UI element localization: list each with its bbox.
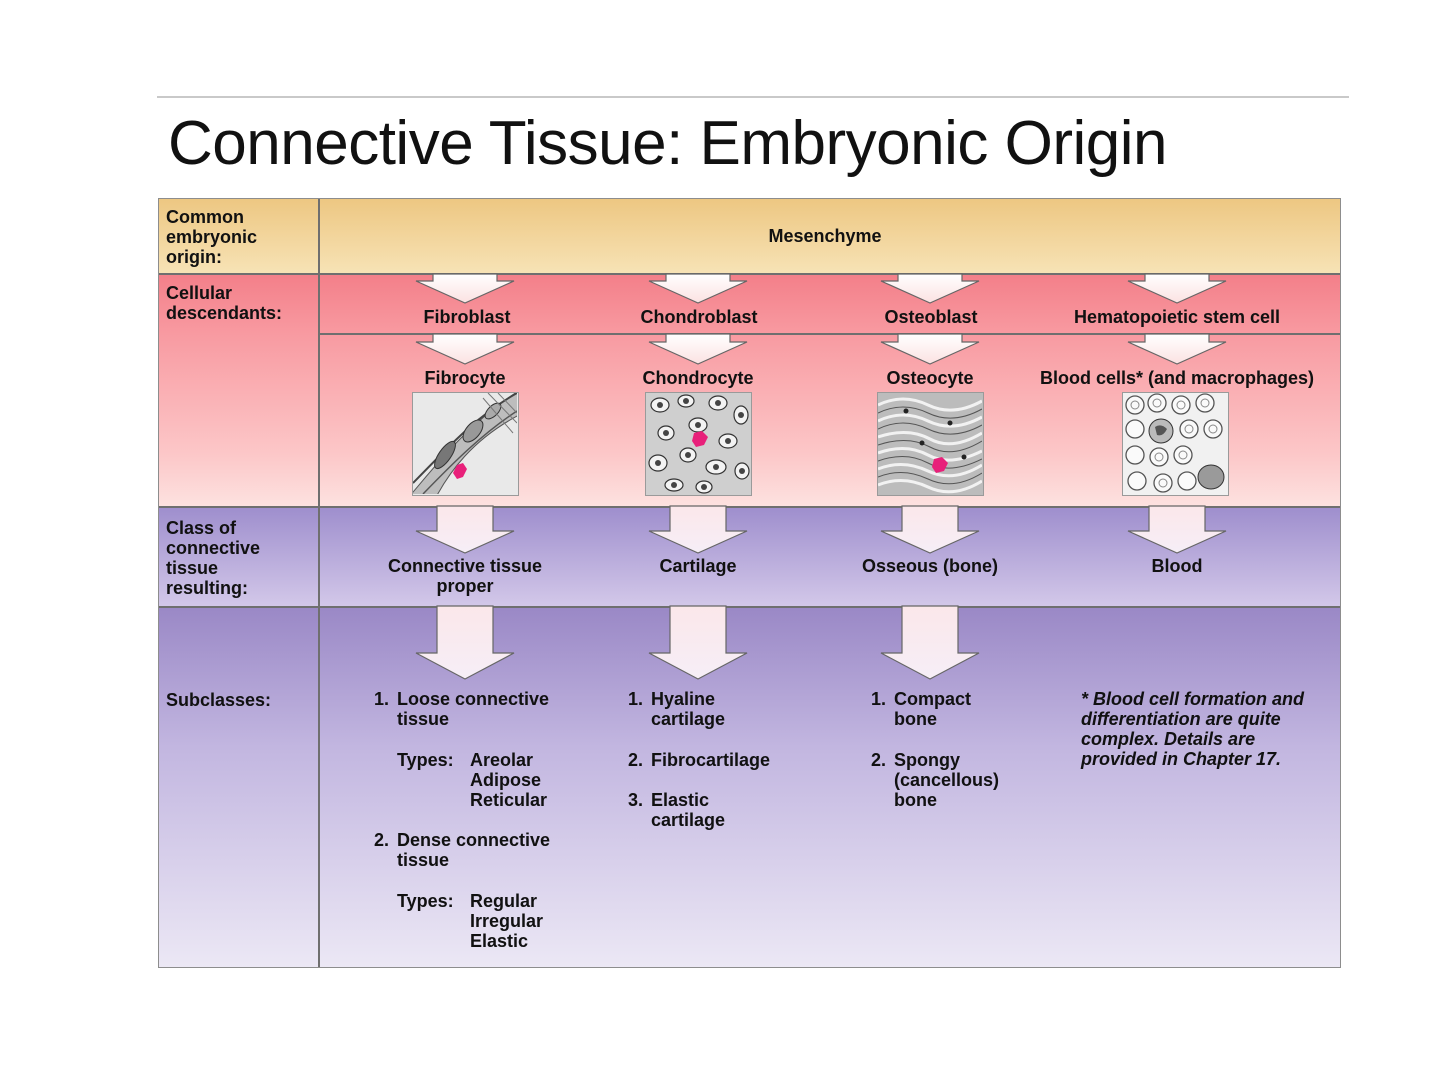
blood-cells-micrograph xyxy=(1122,392,1229,496)
cartilage-item-3-num: 3. xyxy=(628,790,644,810)
ctp-type-reticular: Reticular xyxy=(470,790,548,810)
arrow-cyte-to-class-3 xyxy=(1127,505,1227,554)
divider-descendants xyxy=(159,506,1340,508)
flow-arrows xyxy=(415,273,1227,680)
arrow-blast-to-cyte-1 xyxy=(648,333,748,365)
divider-class xyxy=(159,606,1340,608)
cartilage-item-1: Hyaline cartilage xyxy=(651,689,726,729)
ctp-item-2-text: Dense connective tissue xyxy=(397,830,551,870)
ctp-types-label-1: Types: xyxy=(397,750,454,770)
arrow-cyte-to-class-0 xyxy=(415,505,515,554)
ctp-type-adipose: Adipose xyxy=(470,770,542,790)
origin-diagram: Common embryonic origin: Cellular descen… xyxy=(158,198,1341,968)
fibrocyte-micrograph xyxy=(407,387,524,504)
cartilage-item-2-num: 2. xyxy=(628,750,644,770)
cartilage-item-3: Elastic cartilage xyxy=(651,790,726,830)
class-osseous: Osseous (bone) xyxy=(861,556,999,576)
bone-item-2: Spongy (cancellous) bone xyxy=(894,750,1000,810)
blast-osteoblast: Osteoblast xyxy=(884,307,978,327)
arrow-class-to-subclass-1 xyxy=(648,605,748,680)
cyte-fibrocyte: Fibrocyte xyxy=(424,368,506,388)
bone-item-1: Compact bone xyxy=(894,689,972,729)
blast-fibroblast: Fibroblast xyxy=(423,307,511,327)
ctp-item-1: 1. xyxy=(374,689,390,709)
chondrocyte-micrograph xyxy=(645,392,752,496)
label-subclasses: Subclasses: xyxy=(166,690,272,710)
bone-item-1-num: 1. xyxy=(871,689,887,709)
ctp-type-areolar: Areolar xyxy=(470,750,534,770)
cartilage-item-1-num: 1. xyxy=(628,689,644,709)
class-connective-tissue-proper: Connective tissue proper xyxy=(387,556,543,596)
origin-mesenchyme: Mesenchyme xyxy=(768,226,882,246)
title-rule xyxy=(157,96,1349,98)
cartilage-item-2: Fibrocartilage xyxy=(651,750,771,770)
divider-blast xyxy=(318,333,1340,335)
label-descendants: Cellular descendants: xyxy=(166,283,283,323)
cyte-blood-cells: Blood cells* (and macrophages) xyxy=(1039,368,1315,388)
arrow-origin-to-blast-3 xyxy=(1127,273,1227,304)
arrow-blast-to-cyte-2 xyxy=(880,333,980,365)
subclasses-band xyxy=(159,607,1340,967)
divider-origin xyxy=(159,273,1340,275)
arrow-origin-to-blast-1 xyxy=(648,273,748,304)
cyte-osteocyte: Osteocyte xyxy=(886,368,974,388)
class-cartilage: Cartilage xyxy=(659,556,737,576)
label-origin: Common embryonic origin: xyxy=(166,207,258,267)
class-band xyxy=(159,507,1340,607)
ctp-item-2: 2. xyxy=(374,830,390,850)
ctp-item-1-text: Loose connective tissue xyxy=(397,689,550,729)
bone-item-2-num: 2. xyxy=(871,750,887,770)
blast-hematopoietic: Hematopoietic stem cell xyxy=(1073,307,1281,327)
arrow-class-to-subclass-0 xyxy=(415,605,515,680)
ctp-type-irregular: Irregular xyxy=(470,911,544,931)
origin-band xyxy=(159,199,1340,274)
arrow-blast-to-cyte-0 xyxy=(415,333,515,365)
blood-note: * Blood cell formation and differentiati… xyxy=(1081,689,1305,769)
arrow-origin-to-blast-0 xyxy=(415,273,515,304)
arrow-cyte-to-class-1 xyxy=(648,505,748,554)
class-blood: Blood xyxy=(1151,556,1203,576)
osteocyte-micrograph xyxy=(877,392,984,496)
ctp-type-regular: Regular xyxy=(470,891,538,911)
blast-chondroblast: Chondroblast xyxy=(640,307,758,327)
ctp-type-elastic: Elastic xyxy=(470,931,529,951)
arrow-blast-to-cyte-3 xyxy=(1127,333,1227,365)
arrow-cyte-to-class-2 xyxy=(880,505,980,554)
page-title: Connective Tissue: Embryonic Origin xyxy=(168,109,1168,178)
cyte-chondrocyte: Chondrocyte xyxy=(642,368,754,388)
ctp-types-label-2: Types: xyxy=(397,891,454,911)
arrow-origin-to-blast-2 xyxy=(880,273,980,304)
label-class: Class of connective tissue resulting: xyxy=(166,518,261,598)
arrow-class-to-subclass-2 xyxy=(880,605,980,680)
label-column-divider xyxy=(318,199,320,967)
